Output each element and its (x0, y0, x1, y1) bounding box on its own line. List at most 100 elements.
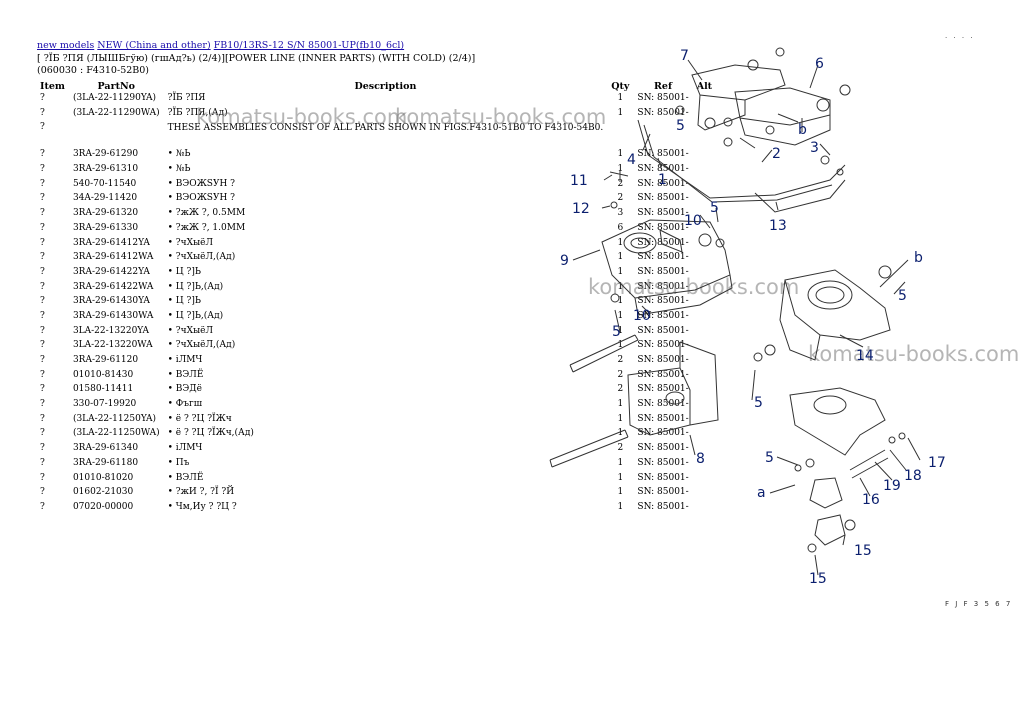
cell-part: 3RA-29-61320 (72, 208, 139, 219)
cell-qty: 2 (617, 178, 624, 189)
cell-qty: 1 (617, 399, 624, 410)
cell-desc: • Ц ?]Ь (167, 296, 201, 307)
callout-5: 5 (710, 200, 719, 216)
cell-qty: 1 (617, 237, 624, 248)
cell-part: 3RA-29-61340 (72, 443, 139, 454)
callout-9: 9 (560, 253, 569, 269)
cell-qty: 2 (617, 369, 624, 380)
cell-qty: 1 (617, 487, 624, 498)
cell-part: 01010-81020 (72, 472, 134, 483)
callout-a: a (757, 485, 766, 501)
callout-7: 7 (680, 48, 689, 64)
cell-qty: 2 (617, 193, 624, 204)
callout-10: 10 (633, 308, 651, 324)
cell-desc: ?ÏБ ?ПЯ (167, 93, 206, 103)
cell-ref: SN: 85001- (637, 413, 689, 424)
cell-part: 3RA-29-61412YA (72, 237, 150, 248)
cell-ref: SN: 85001- (637, 266, 689, 277)
cell-ref: SN: 85001- (637, 472, 689, 483)
breadcrumb-link-new-models[interactable]: new models (37, 40, 95, 51)
cell-qty: 1 (617, 310, 624, 321)
cell-part: (3LA-22-11250WA) (72, 428, 160, 439)
cell-desc: • ВЭЛЁ (167, 369, 204, 380)
cell-qty: 1 (617, 501, 624, 512)
cell-qty: 1 (617, 164, 624, 175)
figure-code: F J F 3 5 6 7 (945, 600, 1013, 608)
breadcrumb-link-model[interactable]: FB10/13RS-12 S/N 85001-UP(fb10_6cl) (213, 40, 405, 51)
cell-ref: SN: 85001- (637, 222, 689, 233)
cell-desc: • ВЭОЖSУН ? (167, 193, 236, 204)
cell-desc: THESE ASSEMBLIES CONSIST OF ALL PARTS SH… (167, 123, 604, 134)
cell-item: ? (40, 149, 45, 160)
breadcrumb: new models NEW (China and other) FB10/13… (37, 40, 404, 51)
breadcrumb-link-region[interactable]: NEW (China and other) (97, 40, 211, 51)
callout-11: 11 (570, 173, 588, 189)
cell-qty: 1 (617, 340, 624, 351)
callout-5: 5 (754, 395, 763, 411)
cell-item: ? (40, 178, 45, 189)
callout-8: 8 (696, 451, 705, 467)
cell-qty: 1 (617, 325, 624, 336)
callout-5: 5 (765, 450, 774, 466)
callout-5: 5 (676, 118, 685, 134)
cell-ref: SN: 85001- (637, 193, 689, 204)
cell-item: ? (40, 384, 45, 395)
cell-desc: • ?жЖ ?, 1.0MM (167, 222, 246, 233)
cell-item: ? (40, 281, 45, 292)
cell-item: ? (40, 193, 45, 204)
cell-ref: SN: 85001- (637, 487, 689, 498)
callout-15: 15 (854, 543, 872, 559)
cell-ref: SN: 85001- (637, 296, 689, 307)
cell-part: 3RA-29-61330 (72, 222, 139, 233)
page-title: [ ?ÏБ ?ПЯ (ЛЫШБгўю) (гшАд?ь) (2/4)][POWE… (37, 53, 476, 76)
diagram-callouts: 7 6 5 b 4 2 3 1 11 12 13 10 5 9 b 5 5 10… (560, 48, 946, 587)
cell-part: 3RA-29-61430YA (72, 296, 150, 307)
cell-part: 3RA-29-61412WA (72, 252, 154, 263)
cell-qty: 1 (617, 266, 624, 277)
parts-table: Item PartNo Description Qty Ref Alt ?(3L… (36, 79, 716, 517)
cell-item: ? (40, 296, 45, 307)
cell-part: 07020-00000 (72, 501, 134, 512)
cell-part: 3LA-22-13220YA (72, 325, 150, 336)
table-header-row: Item PartNo Description Qty Ref Alt (36, 79, 716, 93)
cell-ref: SN: 85001- (637, 340, 689, 351)
cell-qty: 2 (617, 443, 624, 454)
cell-ref: SN: 85001- (637, 369, 689, 380)
cell-part: 3LA-22-13220WA (72, 340, 153, 351)
callout-13: 13 (769, 218, 787, 234)
callout-16: 16 (862, 492, 880, 508)
cell-desc: • №Ь (167, 164, 191, 175)
cell-item: ? (40, 93, 45, 103)
cell-qty: 1 (617, 93, 624, 103)
cell-item: ? (40, 355, 45, 365)
cell-desc: • Ц ?]Ь,(Ад) (167, 310, 224, 321)
callout-5: 5 (612, 324, 621, 340)
cell-item: ? (40, 340, 45, 351)
cell-item: ? (40, 122, 45, 133)
cell-qty: 1 (617, 252, 624, 263)
header-qty: Qty (611, 80, 630, 92)
callout-5: 5 (898, 288, 907, 304)
cell-item: ? (40, 208, 45, 219)
cell-item: ? (40, 501, 45, 512)
cell-desc: • ё ? ?Ц ?ÏЖч,(Ад) (167, 428, 254, 439)
cell-qty: 1 (617, 472, 624, 483)
cell-part: 01010-81430 (72, 369, 134, 380)
cell-desc: • ё ? ?Ц ?ÏЖч (167, 413, 232, 424)
cell-item: ? (40, 325, 45, 336)
callout-18: 18 (904, 468, 922, 484)
cell-item: ? (40, 399, 45, 410)
cell-desc: • ВЭОЖSУН ? (167, 178, 236, 189)
